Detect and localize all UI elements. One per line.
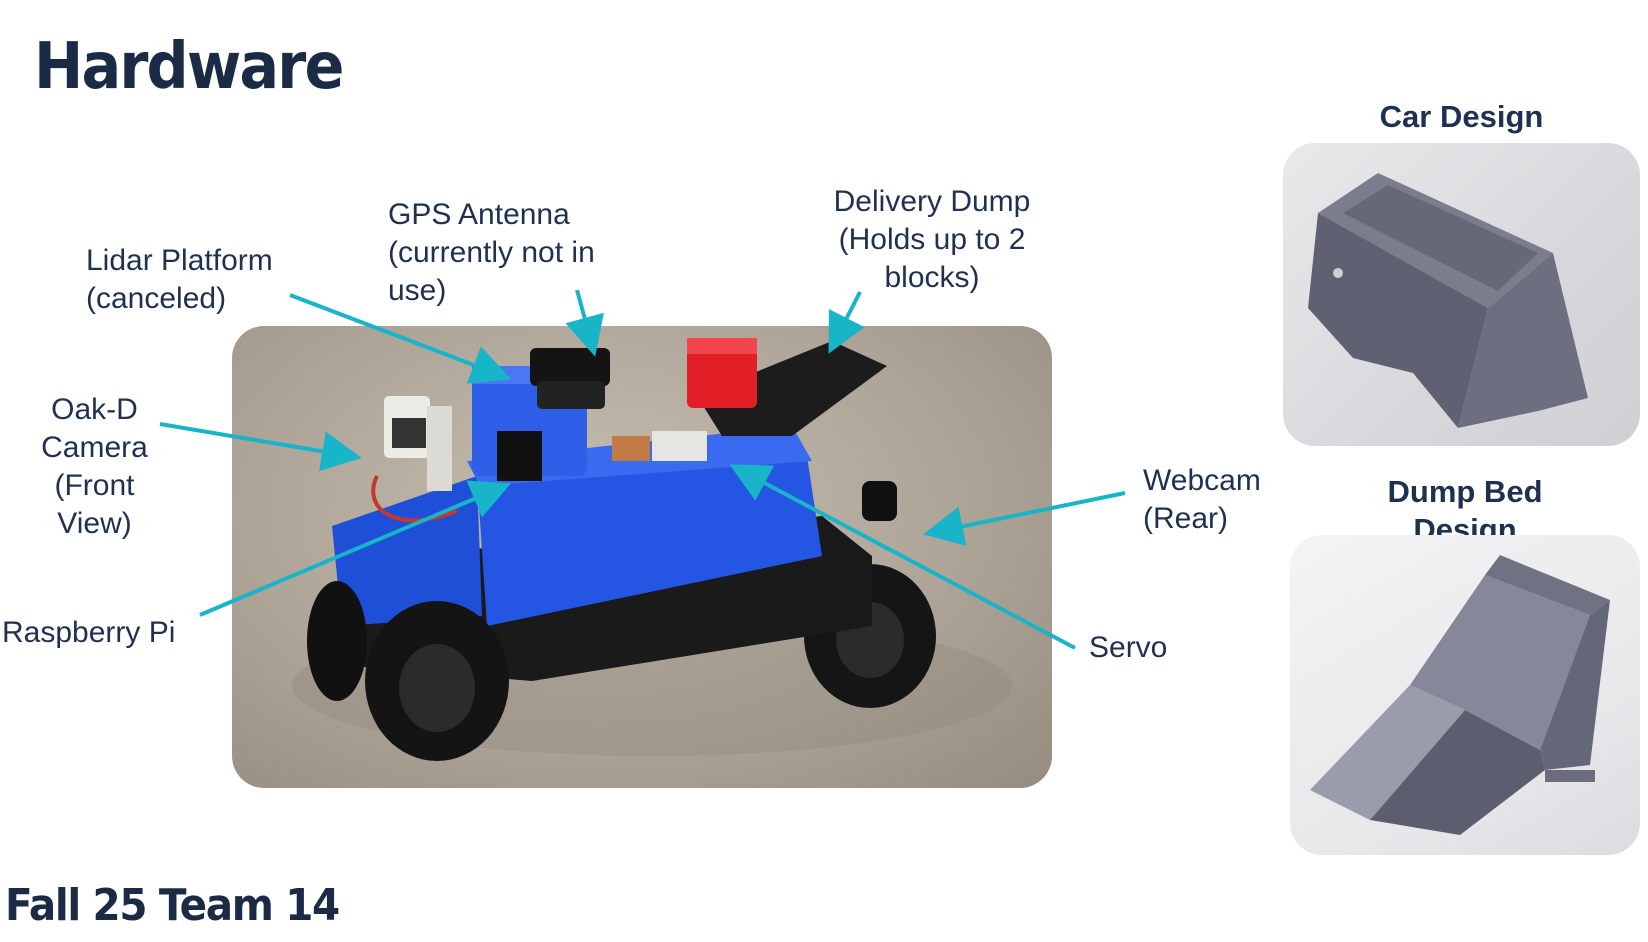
webcam-label: Webcam (Rear) (1143, 462, 1261, 538)
car-design-title: Car Design (1283, 98, 1640, 136)
oakd-label-line3: (Front (54, 469, 135, 502)
gps-antenna-label: GPS Antenna (currently not in use) (388, 196, 595, 310)
robot-car-illustration (292, 338, 1012, 761)
delivery-dump-label: Delivery Dump (Holds up to 2 blocks) (812, 183, 1052, 297)
lidar-platform-label: Lidar Platform (canceled) (86, 242, 273, 318)
dump-bed-cad-model (1310, 555, 1610, 835)
car-design-title-line1: Car Design (1379, 99, 1544, 134)
oak-d-camera-label: Oak-D Camera (Front View) (22, 391, 167, 543)
slide-footer: Fall 25 Team 14 (5, 880, 340, 931)
gps-label-line2: (currently not in (388, 236, 595, 269)
car-cad-model (1308, 173, 1588, 428)
servo-label-line1: Servo (1089, 631, 1168, 664)
robot-car-photo (232, 326, 1052, 788)
lidar-label-line2: (canceled) (86, 282, 227, 315)
webcam-label-line1: Webcam (1143, 464, 1261, 497)
slide-title: Hardware (34, 30, 344, 104)
raspi-label-line1: Raspberry Pi (2, 616, 176, 649)
dump-label-line3: blocks) (884, 261, 980, 294)
gps-label-line3: use) (388, 274, 447, 307)
dump-bed-title-line1: Dump Bed (1387, 474, 1543, 509)
dump-bed-design-render (1290, 535, 1640, 855)
dump-label-line2: (Holds up to 2 (838, 223, 1026, 256)
car-design-render (1283, 143, 1640, 446)
dump-label-line1: Delivery Dump (833, 185, 1031, 218)
oakd-label-line4: View) (57, 507, 132, 540)
oakd-label-line2: Camera (41, 431, 148, 464)
gps-label-line1: GPS Antenna (388, 198, 570, 231)
webcam-label-line2: (Rear) (1143, 502, 1229, 535)
servo-label: Servo (1089, 629, 1167, 667)
oakd-label-line1: Oak-D (51, 393, 138, 426)
raspberry-pi-label: Raspberry Pi (2, 614, 175, 652)
lidar-label-line1: Lidar Platform (86, 244, 273, 277)
